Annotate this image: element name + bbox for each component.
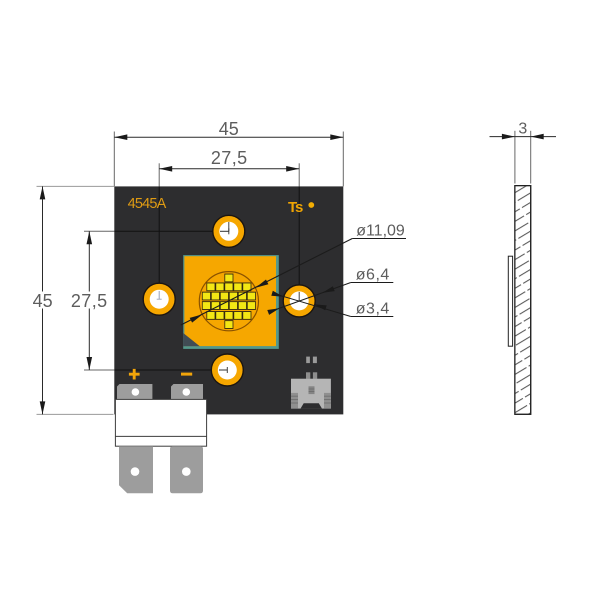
svg-text:ø6,4: ø6,4 <box>356 266 390 283</box>
svg-text:3: 3 <box>518 121 527 138</box>
svg-text:Ts: Ts <box>288 199 303 216</box>
svg-text:27,5: 27,5 <box>211 148 248 168</box>
svg-text:45: 45 <box>219 119 239 139</box>
svg-text:4545A: 4545A <box>128 196 167 212</box>
svg-text:ø3,4: ø3,4 <box>356 300 390 317</box>
svg-text:ø11,09: ø11,09 <box>356 223 405 240</box>
svg-text:27,5: 27,5 <box>71 291 108 311</box>
svg-text:45: 45 <box>33 291 53 311</box>
